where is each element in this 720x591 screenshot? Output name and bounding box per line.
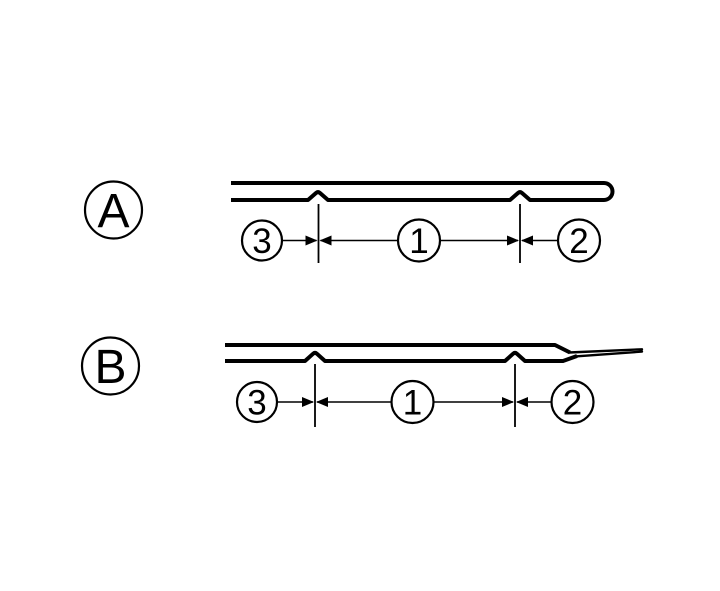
callout-number-2: 2: [569, 222, 588, 261]
panel-a-label-circle: [83, 180, 144, 240]
callout-circle-2: [556, 218, 602, 263]
panel-b: B 3 1 2: [80, 336, 644, 427]
panel-b-label: B: [94, 341, 126, 394]
callout-number-3: 3: [247, 384, 266, 423]
callout-number-1: 1: [409, 222, 428, 261]
callout-circle-2: [550, 379, 595, 425]
blade-bottom-line-with-bumps: [225, 350, 578, 363]
blade-tip-top-edge: [567, 348, 644, 354]
panel-b-label-circle: [80, 336, 141, 396]
callout-number-2: 2: [563, 384, 582, 423]
blade-top-line-tapered-end: [225, 343, 571, 355]
callout-number-1: 1: [403, 384, 422, 423]
blade-tip-bottom-edge: [575, 350, 644, 358]
callout-circle-1: [390, 379, 435, 425]
blade-profile-rounded-end: [231, 181, 615, 202]
panel-a: A 3 1 2: [83, 180, 615, 263]
panel-a-label: A: [97, 185, 129, 238]
callout-circle-3: [235, 380, 279, 424]
callout-circle-3: [240, 219, 284, 262]
callout-circle-1: [396, 218, 442, 263]
callout-number-3: 3: [252, 222, 271, 261]
